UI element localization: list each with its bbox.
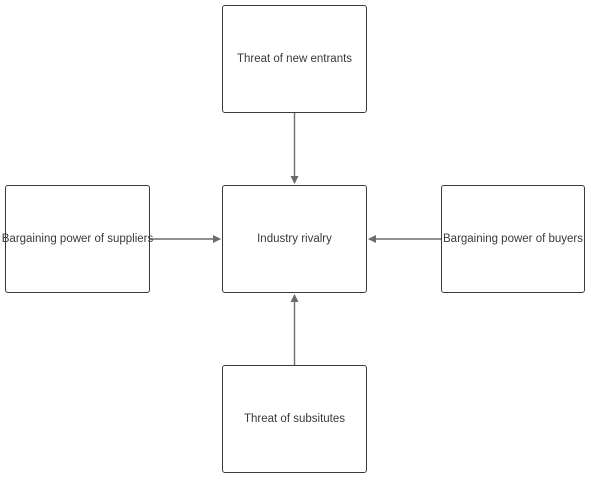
node-industry-rivalry[interactable]: Industry rivalry bbox=[222, 185, 367, 293]
node-bargaining-power-of-suppliers[interactable]: Bargaining power of suppliers bbox=[2, 185, 153, 293]
node-label: Bargaining power of buyers bbox=[443, 232, 583, 245]
node-bargaining-power-of-buyers[interactable]: Bargaining power of buyers bbox=[441, 185, 585, 293]
node-threat-of-substitutes[interactable]: Threat of subsitutes bbox=[222, 365, 367, 473]
node-label: Threat of subsitutes bbox=[244, 412, 345, 425]
node-threat-of-new-entrants[interactable]: Threat of new entrants bbox=[222, 5, 367, 113]
node-label: Bargaining power of suppliers bbox=[1, 232, 154, 245]
node-label: Industry rivalry bbox=[257, 232, 332, 245]
node-label: Threat of new entrants bbox=[236, 52, 353, 65]
